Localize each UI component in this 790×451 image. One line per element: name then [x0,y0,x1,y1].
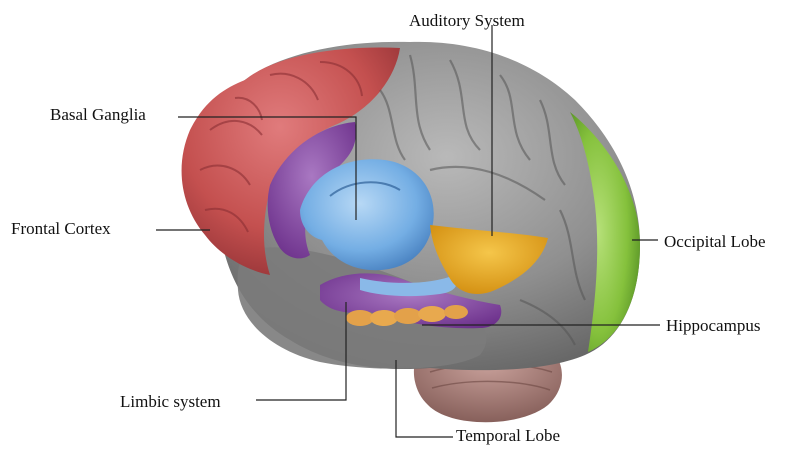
label-temporal-lobe: Temporal Lobe [456,427,560,444]
label-hippocampus: Hippocampus [666,317,760,334]
label-occipital-lobe: Occipital Lobe [664,233,766,250]
label-frontal-cortex: Frontal Cortex [11,220,111,237]
label-auditory-system: Auditory System [409,12,525,29]
label-basal-ganglia: Basal Ganglia [50,106,146,123]
label-limbic-system: Limbic system [120,393,221,410]
